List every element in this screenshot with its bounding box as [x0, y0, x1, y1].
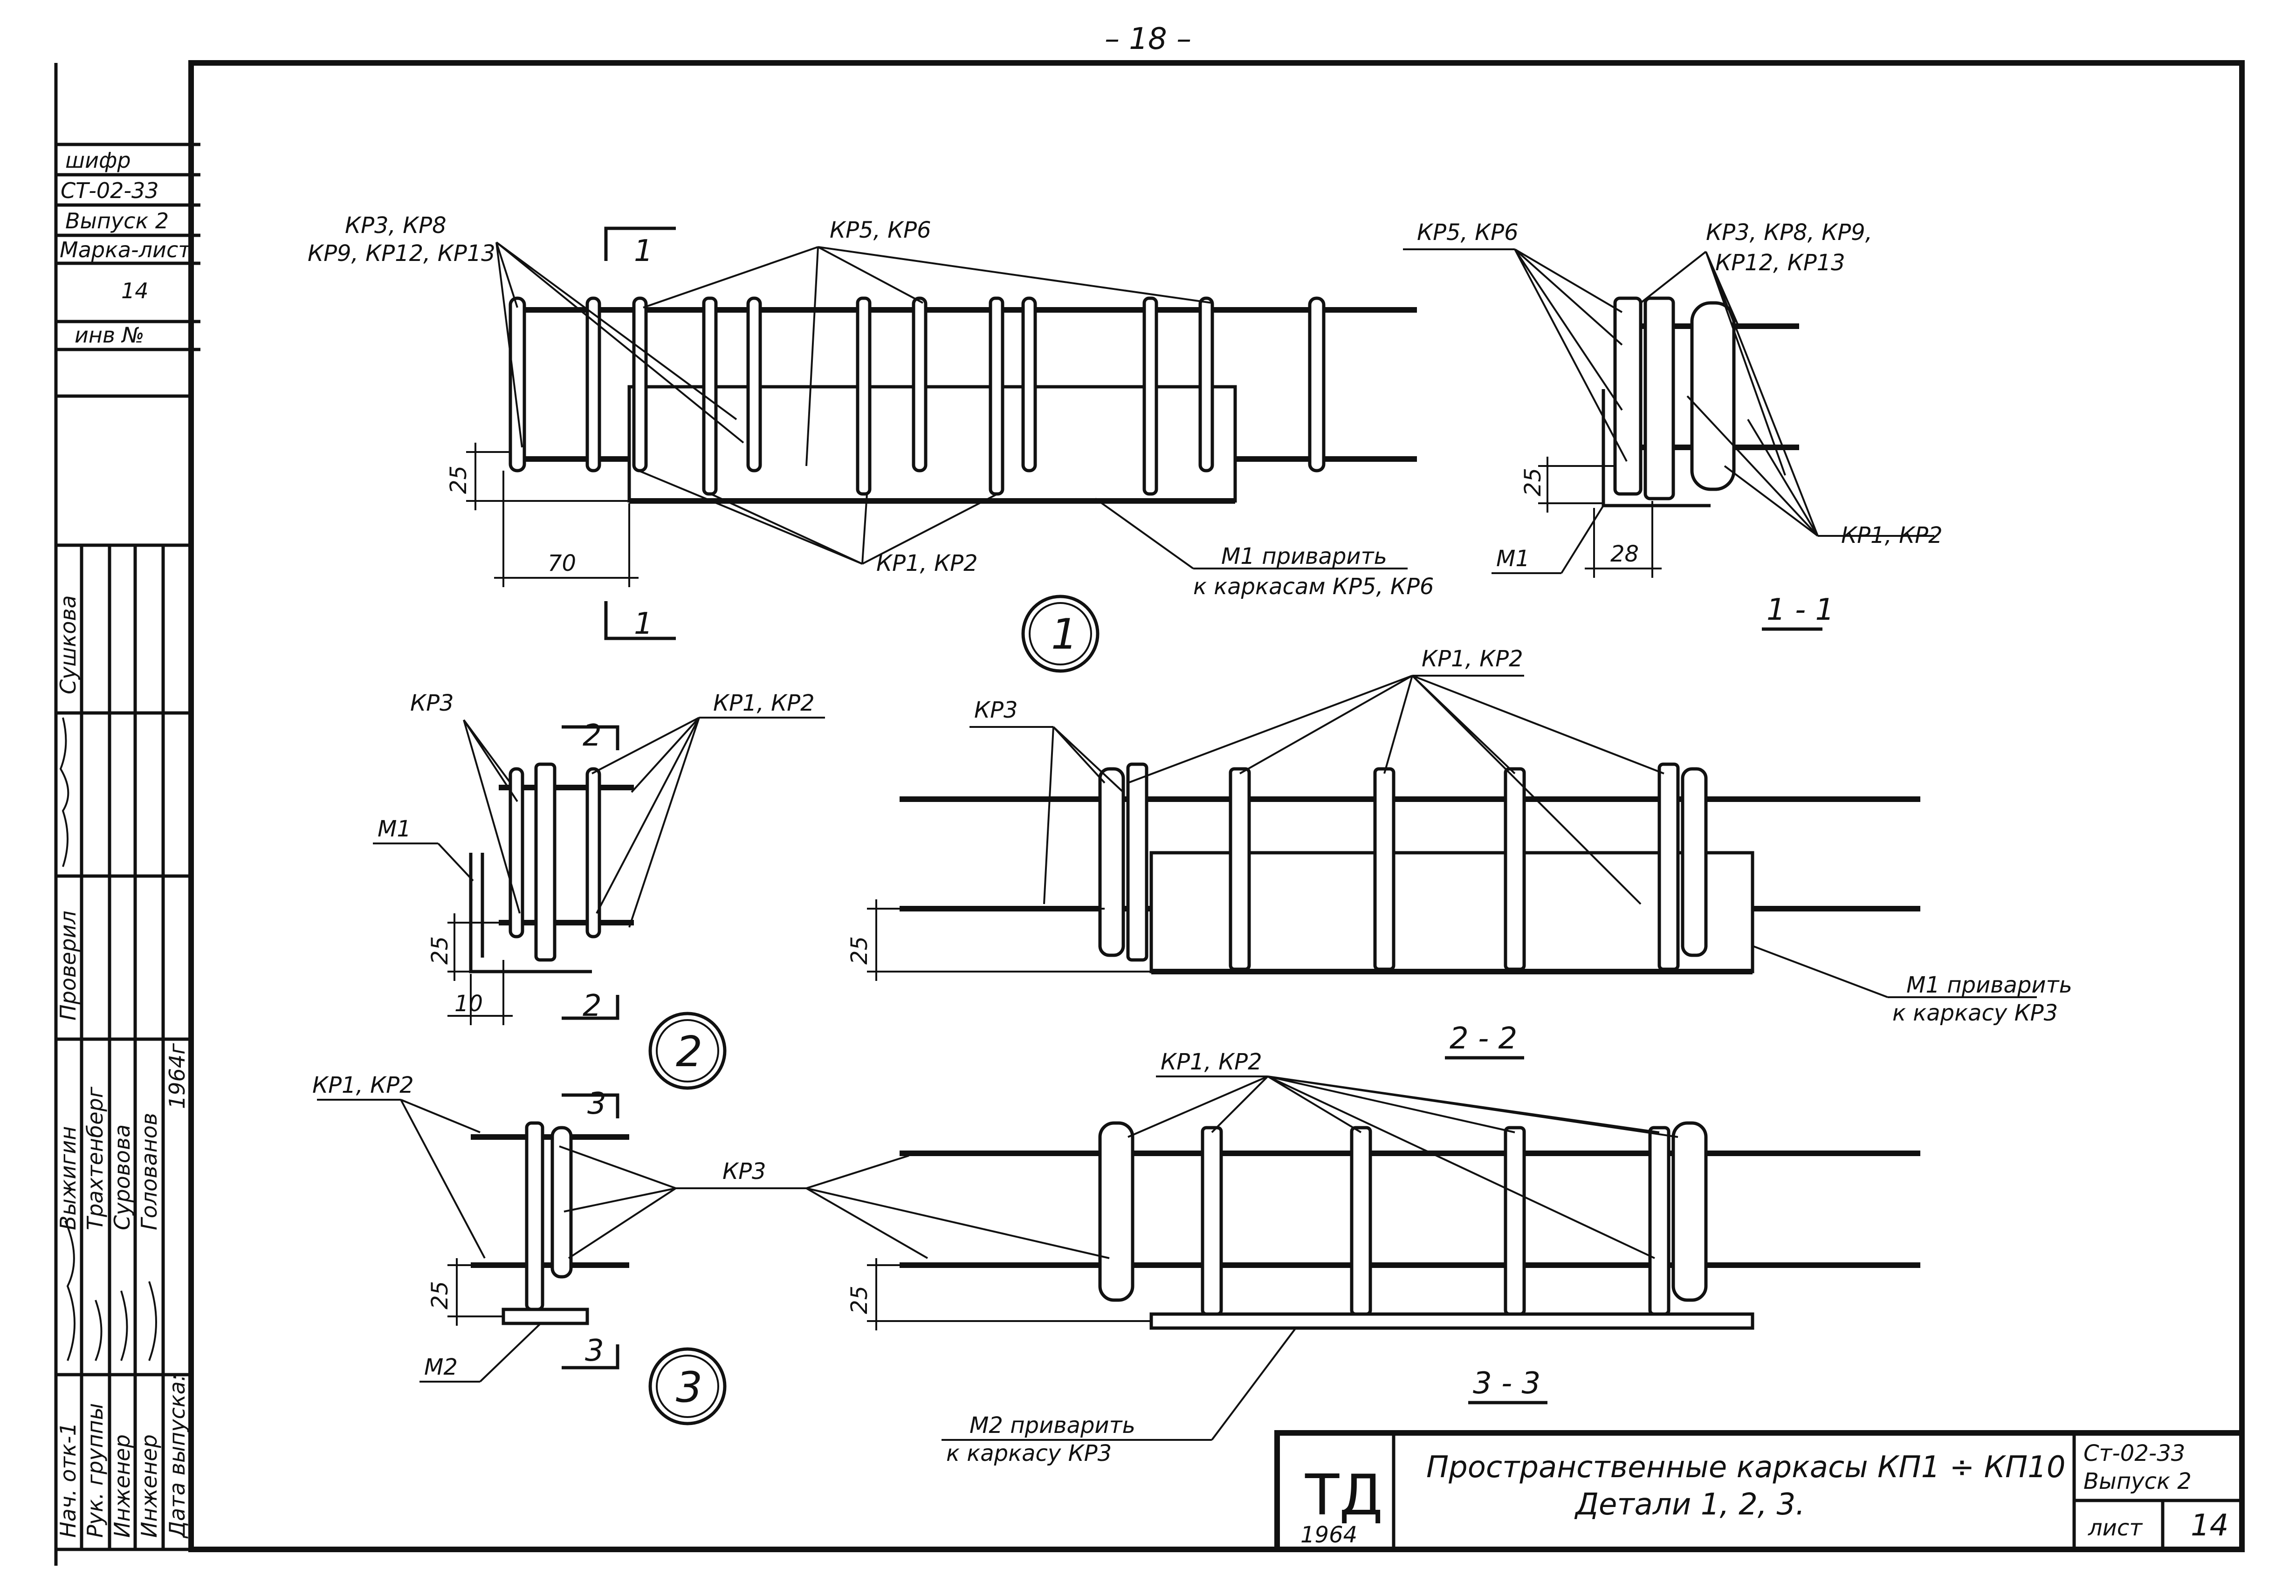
- title-line-2: Детали 1, 2, 3.: [1574, 1487, 1805, 1522]
- d1-section-bottom: 1: [634, 607, 653, 641]
- title-issue: Выпуск 2: [2083, 1468, 2192, 1494]
- section-3-3: 25 КР1, КР2 М2 приварить к каркасу КР3 3…: [806, 1049, 1920, 1466]
- d1-label-kp3kp8: КР3, КР8: [345, 212, 447, 239]
- section-2-2: 25 КР3 КР1, КР2 М1 приварить к каркасу К…: [846, 646, 2072, 1060]
- stamp-issue: Выпуск 2: [65, 208, 169, 233]
- s11-m1: М1: [1496, 546, 1530, 572]
- s11-label-kp3-2: КР12, КР13: [1715, 250, 1845, 276]
- page-number: – 18 –: [1105, 22, 1191, 56]
- s22-kp3: КР3: [974, 697, 1018, 723]
- d2-section-bottom: 2: [583, 989, 602, 1023]
- s22-m1-line1: М1 приварить: [1906, 972, 2072, 998]
- d2-kp3: КР3: [410, 690, 454, 716]
- d3-dim-25: 25: [427, 1281, 453, 1309]
- d3-m2: М2: [424, 1354, 458, 1380]
- checked-role: Проверил: [55, 911, 81, 1021]
- name-0: Выжигин: [55, 1126, 81, 1230]
- role-4: Дата выпуска:: [165, 1374, 190, 1539]
- name-4: 1964г: [165, 1043, 190, 1109]
- title-code: Ст-02-33: [2083, 1440, 2185, 1466]
- detail-1: 25 70 1 1 КР3, КР8 КР9, КР12, КР13 КР5, …: [308, 212, 1434, 673]
- detail-3: 25 3 3 КР1, КР2 КР3 М2 3: [312, 1072, 806, 1425]
- s11-dim-28: 28: [1610, 541, 1639, 567]
- d2-circle: 2: [676, 1027, 702, 1076]
- d3-kp12: КР1, КР2: [312, 1072, 414, 1098]
- d1-dim-25: 25: [446, 466, 472, 494]
- role-2: Инженер: [110, 1434, 135, 1538]
- d1-label-kp5kp6: КР5, КР6: [830, 217, 931, 243]
- d3-section-top: 3: [587, 1087, 606, 1121]
- stamp-sheet-no: 14: [121, 278, 149, 303]
- s11-label-kp5kp6: КР5, КР6: [1417, 219, 1519, 246]
- d1-label-kp12: КР1, КР2: [876, 550, 978, 576]
- stamp-mark-sheet: Марка-лист: [60, 237, 191, 262]
- signature-scribble-1: [59, 717, 69, 867]
- d2-m1: М1: [378, 816, 411, 842]
- d2-kp12: КР1, КР2: [713, 690, 815, 716]
- d1-label-kp9: КР9, КР12, КР13: [308, 240, 495, 267]
- name-1: Трахтенберг: [82, 1086, 108, 1230]
- checked-name: Сушкова: [55, 595, 81, 694]
- s22-title: 2 - 2: [1450, 1021, 1517, 1056]
- detail-2: 25 10 2 2 КР3 КР1, КР2 М1 2: [373, 690, 825, 1090]
- s33-kp12: КР1, КР2: [1161, 1049, 1262, 1075]
- s33-m2-line1: М2 приварить: [969, 1412, 1135, 1438]
- stamp-code: СТ-02-33: [61, 178, 158, 203]
- title-logo: ТД: [1305, 1463, 1383, 1528]
- d2-dim-25: 25: [427, 936, 453, 965]
- s22-dim-25: 25: [846, 936, 873, 965]
- signature-block: Сушкова Проверил Нач. отк-1 Рук. группы …: [55, 543, 191, 1549]
- signature-scribble-2: [64, 1220, 157, 1361]
- name-3: Голованов: [137, 1113, 162, 1230]
- s22-m1-line2: к каркасу КР3: [1892, 1000, 2058, 1026]
- d1-m1-line1: М1 приварить: [1221, 543, 1387, 569]
- d1-dim-70: 70: [548, 550, 576, 576]
- s11-dim-25: 25: [1520, 468, 1546, 496]
- s11-label-kp12: КР1, КР2: [1841, 522, 1943, 548]
- d1-m1-line2: к каркасам КР5, КР6: [1193, 574, 1434, 600]
- s33-dim-25: 25: [846, 1286, 873, 1314]
- s22-kp12: КР1, КР2: [1422, 646, 1523, 672]
- s33-title: 3 - 3: [1473, 1366, 1540, 1401]
- title-block: ТД 1964 Пространственные каркасы КП1 ÷ К…: [1274, 1430, 2245, 1552]
- title-sheet-label: лист: [2088, 1515, 2143, 1541]
- title-line-1: Пространственные каркасы КП1 ÷ КП10: [1426, 1450, 2066, 1485]
- s33-m2-line2: к каркасу КР3: [946, 1440, 1112, 1466]
- sheet-frame: [188, 60, 2245, 1552]
- title-year: 1964: [1300, 1522, 1357, 1548]
- s11-label-kp3-1: КР3, КР8, КР9,: [1706, 219, 1872, 246]
- d2-section-top: 2: [583, 719, 602, 753]
- role-3: Инженер: [137, 1434, 162, 1538]
- d1-section-top: 1: [634, 234, 653, 268]
- stamp-shifr: шифр: [65, 148, 131, 173]
- s11-title: 1 - 1: [1767, 593, 1834, 627]
- d2-dim-10: 10: [454, 991, 483, 1017]
- section-1-1: 25 28 М1 КР5, КР6 КР3, КР8, КР9, КР12, К…: [1403, 219, 1943, 631]
- code-stamp: шифр СТ-02-33 Выпуск 2 Марка-лист 14 инв…: [56, 143, 200, 398]
- role-0: Нач. отк-1: [55, 1422, 81, 1538]
- role-1: Рук. группы: [82, 1403, 108, 1538]
- title-sheet-no: 14: [2191, 1508, 2228, 1543]
- stamp-inv: инв №: [75, 322, 144, 348]
- name-2: Суровова: [110, 1124, 135, 1230]
- d3-section-bottom: 3: [585, 1334, 604, 1368]
- d3-circle: 3: [676, 1363, 702, 1412]
- d1-circle: 1: [1051, 610, 1078, 659]
- d3-kp3: КР3: [722, 1158, 766, 1185]
